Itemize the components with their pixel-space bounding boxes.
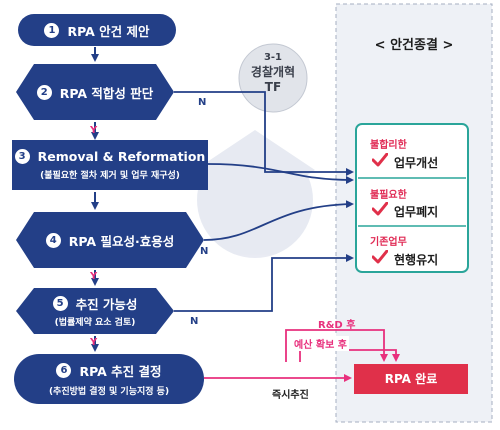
step-4: 4 RPA 필요성·효용성 (16, 212, 204, 268)
rd-label: R&D 후 (318, 320, 356, 331)
step-6-title: RPA 추진 결정 (79, 364, 162, 379)
checkmark-icon (371, 201, 389, 220)
taskforce-line-3: TF (264, 79, 282, 94)
step-3-number: 3 (14, 149, 30, 164)
step-3-subtitle: (불필요한 절차 제거 및 업무 재구성) (40, 171, 180, 181)
step-2-title: RPA 적합성 판단 (59, 85, 154, 101)
taskforce-line-2: 경찰개혁 (250, 64, 296, 79)
step-1-shape (18, 14, 176, 46)
no-label-4: N (200, 246, 209, 257)
connector-3-results (207, 163, 354, 184)
yes-label-4: Y (90, 271, 98, 282)
yes-label-5: Y (90, 337, 98, 348)
completion-box (354, 364, 468, 394)
budget-label: 예산 확보 후 (292, 336, 349, 351)
immediate-label: 즉시추진 (272, 390, 309, 401)
step-2: 2 RPA 적합성 판단 (16, 64, 174, 120)
checkmark-icon (371, 152, 389, 171)
step-6-subtitle: (추진방법 결정 및 기능지정 등) (48, 387, 170, 397)
step-3: 3 Removal & Reformation (불필요한 절차 제거 및 업무 … (12, 140, 208, 190)
result-3-category: 기존업무 (370, 237, 407, 248)
connector-2-no (174, 91, 354, 176)
taskforce-line-1: 3-1 (263, 52, 283, 63)
checkmark-icon (371, 249, 389, 268)
step-2-shape (16, 64, 174, 120)
step-4-shape (16, 212, 204, 268)
step-5-number: 5 (52, 296, 68, 311)
watermark-emblem (195, 130, 315, 258)
result-1-label: 업무개선 (394, 156, 439, 170)
step-5-title: 추진 가능성 (75, 297, 138, 312)
taskforce-circle (238, 43, 308, 113)
step-6-number: 6 (56, 363, 72, 378)
result-2-label: 업무폐지 (394, 205, 439, 219)
step-1: 1 RPA 안건 제안 (18, 14, 176, 46)
step-3-title: Removal & Reformation (37, 149, 206, 164)
results-box (355, 123, 469, 273)
taskforce-label: 3-1 경찰개혁 TF (239, 52, 307, 95)
result-2-category: 불필요한 (370, 190, 407, 201)
connector-rd (285, 329, 388, 362)
result-1-category: 불합리한 (370, 140, 407, 151)
no-label-5: N (190, 316, 199, 327)
step-4-number: 4 (45, 232, 61, 248)
connector-5-no (174, 254, 354, 312)
completion-label: RPA 완료 (384, 372, 438, 386)
yes-label-2: Y (90, 125, 98, 136)
no-label-2: N (198, 97, 207, 108)
step-1-title: RPA 안건 제안 (67, 23, 150, 39)
step-6: 6 RPA 추진 결정 (추진방법 결정 및 기능지정 등) (14, 354, 204, 404)
closure-title: < 안건종결 > (374, 38, 454, 53)
step-2-number: 2 (36, 84, 52, 100)
result-3-label: 현행유지 (394, 253, 439, 267)
connector-4-no (203, 200, 354, 241)
step-5: 5 추진 가능성 (법률제약 요소 검토) (16, 288, 174, 334)
step-1-number: 1 (44, 22, 60, 38)
step-4-title: RPA 필요성·효용성 (68, 233, 175, 249)
step-3-shape (12, 140, 208, 190)
step-5-subtitle: (법률제약 요소 검토) (54, 318, 136, 328)
